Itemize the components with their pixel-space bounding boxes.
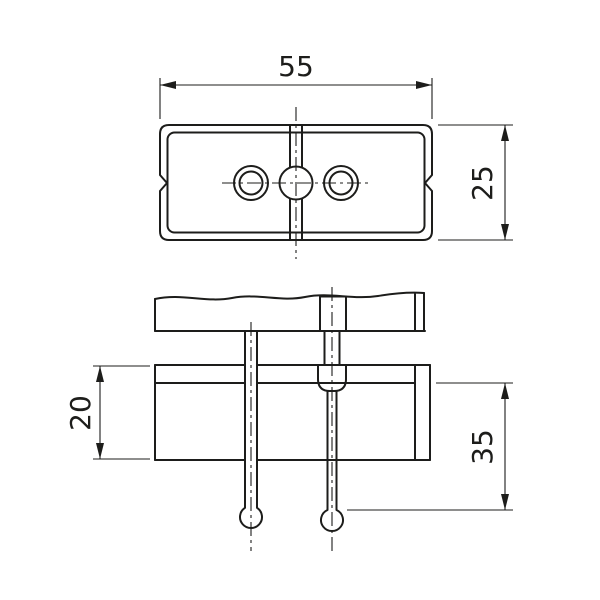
rail-body [154,364,431,461]
dimension-overall-depth: 25 [438,124,513,241]
hole-right-inner [328,170,354,196]
arrowhead [501,224,509,240]
front-view [154,287,431,553]
top-view [159,107,433,259]
arrowhead [501,125,509,141]
dimension-overall-width: 55 [159,50,433,119]
hole-right-outer [323,165,359,201]
top-view-inner-wall [166,131,426,234]
extension-lines-35 [347,382,513,511]
arrowhead [96,366,104,382]
dim-label-25: 25 [466,165,499,201]
pin-shank-ball-section [320,390,344,533]
hole-left-outer [233,165,269,201]
dimension-body-height: 20 [64,365,150,460]
extension-lines-25 [438,124,513,241]
dim-label-20: 20 [64,395,97,431]
dimension-pin-length: 35 [347,382,513,511]
arrowhead [160,81,176,89]
arrowhead [416,81,432,89]
pin-flange-boss-section [319,295,347,332]
arrowhead [96,443,104,459]
flange-break-line [154,291,425,301]
top-view-outline [159,124,433,241]
arrowhead [501,494,509,510]
arrowhead [501,383,509,399]
dim-label-55: 55 [278,50,314,83]
dim-label-35: 35 [466,429,499,465]
hole-center [278,165,314,201]
hole-left-inner [238,170,264,196]
mounting-flange [154,291,426,332]
extension-lines-20 [93,365,150,460]
